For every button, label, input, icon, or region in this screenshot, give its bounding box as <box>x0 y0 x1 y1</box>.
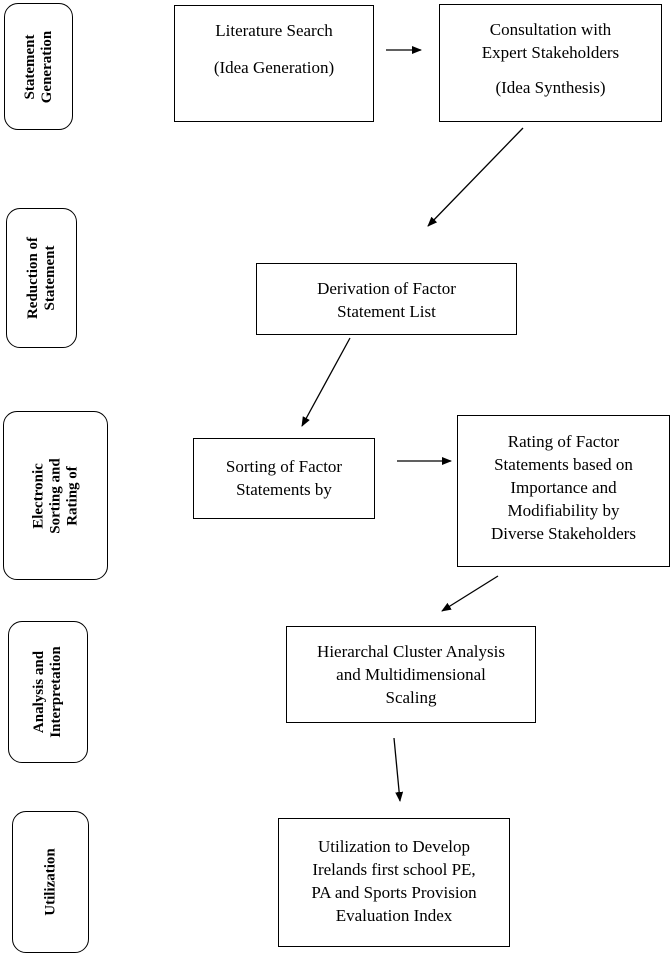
step-title: Consultation with Expert Stakeholders <box>481 20 620 62</box>
stage-analysis-interpretation: Analysis and Interpretation <box>8 621 88 763</box>
step-cluster-analysis: Hierarchal Cluster Analysis and Multidim… <box>286 626 536 723</box>
arrow-rating-to-cluster <box>441 575 499 612</box>
stage-electronic-sorting-rating: Electronic Sorting and Rating of <box>3 411 108 580</box>
step-subtitle: (Idea Synthesis) <box>495 78 606 97</box>
step-literature-search: Literature Search (Idea Generation) <box>174 5 374 122</box>
step-rating: Rating of Factor Statements based on Imp… <box>457 415 670 567</box>
stage-statement-generation: Statement Generation <box>4 3 73 130</box>
step-sorting: Sorting of Factor Statements by <box>193 438 375 519</box>
stage-utilization: Utilization <box>12 811 89 953</box>
step-title: Utilization to Develop Irelands first sc… <box>311 837 477 925</box>
arrow-consultation-to-derivation <box>427 127 524 227</box>
step-title: Literature Search <box>215 21 333 40</box>
step-title: Hierarchal Cluster Analysis and Multidim… <box>317 642 505 707</box>
step-title: Derivation of Factor Statement List <box>317 279 456 321</box>
step-utilization: Utilization to Develop Irelands first sc… <box>278 818 510 947</box>
step-title: Rating of Factor Statements based on Imp… <box>491 432 636 543</box>
step-title: Sorting of Factor Statements by <box>225 457 343 499</box>
arrow-derivation-to-sorting <box>301 337 351 427</box>
step-consultation: Consultation with Expert Stakeholders (I… <box>439 4 662 122</box>
step-derivation: Derivation of Factor Statement List <box>256 263 517 335</box>
step-subtitle: (Idea Generation) <box>213 58 335 77</box>
stage-reduction-of-statement: Reduction of Statement <box>6 208 77 348</box>
arrow-cluster-to-utilization <box>393 737 404 802</box>
